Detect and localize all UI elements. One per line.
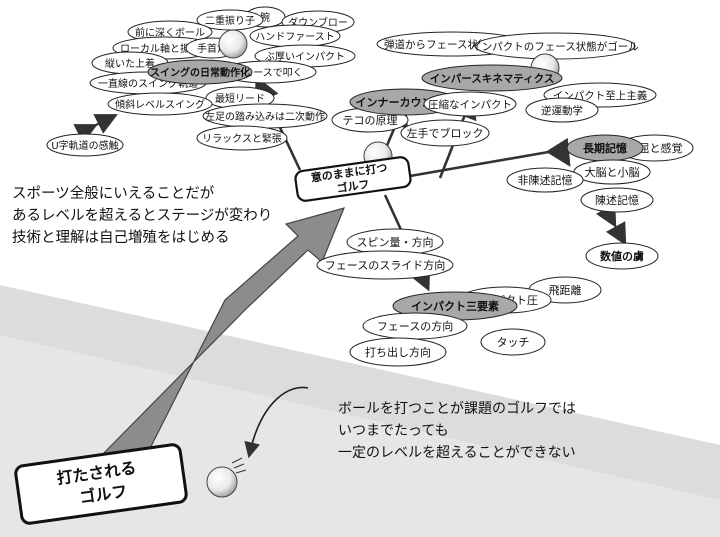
svg-text:数値の虜: 数値の虜 bbox=[600, 249, 644, 263]
svg-text:左足の踏み込みは二次動作: 左足の踏み込みは二次動作 bbox=[205, 110, 325, 123]
caption-bottom-line: ボールを打つことが課題のゴルフでは bbox=[338, 401, 576, 417]
svg-text:非陳述記憶: 非陳述記憶 bbox=[518, 173, 573, 187]
svg-text:ハンドファースト: ハンドファースト bbox=[255, 32, 335, 43]
node-memory-hub: 長期記憶 bbox=[566, 134, 644, 162]
golf-ball-top-left bbox=[218, 29, 248, 59]
caption-top-line: 技術と理解は自己増殖をはじめる bbox=[12, 230, 230, 246]
svg-text:インパースキネマティクス: インパースキネマティクス bbox=[430, 73, 555, 85]
node-kinematics-item: 逆運動学 bbox=[525, 97, 599, 123]
svg-text:陳述記憶: 陳述記憶 bbox=[595, 193, 639, 207]
root-node: 意のままに打つ ゴルフ bbox=[294, 156, 412, 202]
svg-text:フェースのスライド方向: フェースのスライド方向 bbox=[325, 258, 445, 272]
node-impact-item: タッチ bbox=[480, 328, 546, 356]
ball-path-arrow bbox=[244, 386, 309, 459]
svg-text:フェースの方向: フェースの方向 bbox=[377, 319, 453, 333]
branch-kinematics: 弾道からフェース状態を逆算 インパクトのフェース状態がゴール インパクト至上主義… bbox=[376, 31, 657, 123]
svg-text:左手でブロック: 左手でブロック bbox=[407, 126, 484, 140]
node-daily-item: U字軌道の感触 bbox=[46, 133, 124, 157]
start-node: 打たされる ゴルフ bbox=[14, 443, 188, 525]
caption-top-line: スポーツ全般にいえることだが bbox=[12, 186, 215, 202]
node-inner-item: 左手でブロック bbox=[400, 119, 490, 147]
node-daily-item: 傾斜レベルスイング bbox=[107, 92, 213, 116]
node-daily-item: ぶ厚いインパクト bbox=[254, 44, 356, 68]
node-kinematics-item: 圧縮なインパクト bbox=[423, 91, 517, 117]
svg-text:フェースで叩く: フェースで叩く bbox=[233, 68, 303, 79]
node-memory-item: 数値の虜 bbox=[585, 242, 659, 270]
node-impact-item: 打ち出し方向 bbox=[349, 337, 447, 367]
svg-text:飛距離: 飛距離 bbox=[549, 283, 582, 297]
svg-text:インパクト三要素: インパクト三要素 bbox=[411, 299, 499, 313]
node-impact-item: フェースの方向 bbox=[362, 312, 468, 340]
node-daily-item: 最短リード bbox=[205, 86, 275, 110]
svg-text:U字軌道の感触: U字軌道の感触 bbox=[51, 139, 118, 152]
node-daily-item: 左足の踏み込みは二次動作 bbox=[202, 103, 328, 129]
branch-memory: 理屈と感覚 長期記憶 大脳と小脳 非陳述記憶 陳述記憶 数値の虜 bbox=[506, 134, 694, 270]
svg-text:インパクトのフェース状態がゴール: インパクトのフェース状態がゴール bbox=[471, 40, 638, 53]
svg-text:テコの原理: テコの原理 bbox=[343, 114, 398, 127]
node-kinematics-item: インパクトのフェース状態がゴール bbox=[471, 32, 639, 60]
node-memory-item: 大脳と小脳 bbox=[573, 159, 651, 185]
svg-text:スイングの日常動作化: スイングの日常動作化 bbox=[150, 66, 250, 79]
svg-text:腕: 腕 bbox=[260, 11, 270, 24]
caption-bottom-line: 一定のレベルを超えることができない bbox=[338, 445, 576, 461]
svg-text:スピン量・方向: スピン量・方向 bbox=[357, 235, 434, 249]
node-daily-item: リラックスと緊張 bbox=[196, 125, 288, 151]
node-kinematics-hub: インパースキネマティクス bbox=[421, 64, 563, 92]
svg-text:打ち出し方向: 打ち出し方向 bbox=[365, 345, 431, 359]
node-memory-item: 非陳述記憶 bbox=[506, 167, 584, 193]
svg-text:タッチ: タッチ bbox=[497, 336, 530, 349]
caption-bottom-line: いつまでたっても bbox=[338, 423, 449, 439]
golf-ball-bottom bbox=[206, 457, 247, 498]
svg-text:ぶ厚いインパクト: ぶ厚いインパクト bbox=[265, 51, 345, 63]
svg-text:圧縮なインパクト: 圧縮なインパクト bbox=[428, 98, 512, 111]
node-impact-item: スピン量・方向 bbox=[346, 228, 444, 256]
svg-text:前に深くボール: 前に深くボール bbox=[135, 26, 205, 39]
svg-text:最短リード: 最短リード bbox=[215, 92, 265, 105]
svg-text:傾斜レベルスイング: 傾斜レベルスイング bbox=[115, 98, 205, 111]
caption-top: スポーツ全般にいえることだが あるレベルを超えるとステージが変わり 技術と理解は… bbox=[12, 183, 272, 249]
progress-arrow bbox=[93, 207, 346, 479]
caption-bottom: ボールを打つことが課題のゴルフでは いつまでたっても 一定のレベルを超えることが… bbox=[338, 398, 576, 464]
svg-text:縦いた上着: 縦いた上着 bbox=[105, 57, 155, 70]
node-daily-item: ハンドファースト bbox=[249, 24, 341, 48]
caption-top-line: あるレベルを超えるとステージが変わり bbox=[12, 208, 273, 224]
branch-impact: スピン量・方向 フェースのスライド方向 飛距離 インパクト圧 インパクト三要素 … bbox=[316, 228, 602, 367]
node-daily-hub: スイングの日常動作化 bbox=[147, 59, 253, 85]
branch-daily: 腕 二重振り子 ダウンブロー 前に深くボール ハンドファースト ローカル軸と振り… bbox=[46, 6, 356, 157]
node-impact-item: フェースのスライド方向 bbox=[316, 250, 454, 280]
svg-text:大脳と小脳: 大脳と小脳 bbox=[585, 165, 640, 179]
node-memory-item: 陳述記憶 bbox=[580, 187, 654, 213]
double-arrows bbox=[73, 114, 627, 246]
svg-text:逆運動学: 逆運動学 bbox=[541, 104, 583, 117]
node-daily-item: 二重振り子 bbox=[196, 9, 264, 31]
svg-text:ゴルフ: ゴルフ bbox=[336, 177, 371, 195]
svg-text:長期記憶: 長期記憶 bbox=[583, 141, 627, 155]
svg-text:二重振り子: 二重振り子 bbox=[205, 14, 255, 27]
svg-text:リラックスと緊張: リラックスと緊張 bbox=[202, 133, 282, 145]
